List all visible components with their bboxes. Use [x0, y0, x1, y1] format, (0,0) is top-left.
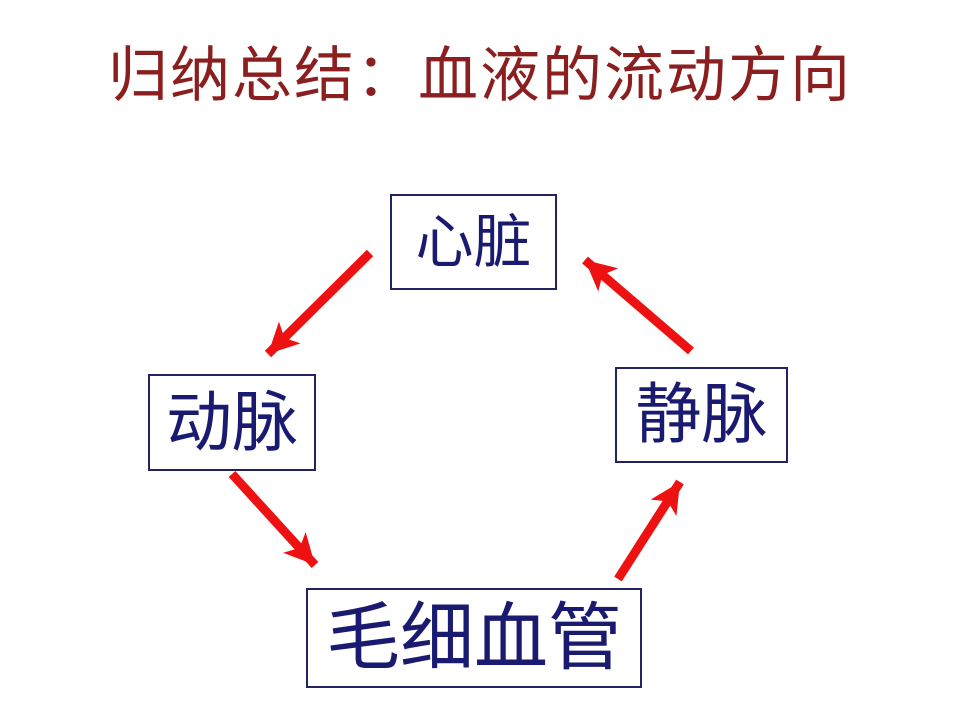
node-artery: 动脉 — [148, 374, 316, 471]
node-vein: 静脉 — [615, 367, 788, 463]
arrow-artery-to-capillary — [228, 470, 319, 569]
node-capillary-label: 毛细血管 — [326, 595, 622, 681]
node-artery-label: 动脉 — [166, 383, 298, 461]
node-vein-label: 静脉 — [635, 376, 768, 453]
node-heart-label: 心脏 — [415, 208, 532, 276]
arrow-vein-to-heart — [582, 256, 694, 355]
node-heart: 心脏 — [390, 194, 557, 290]
node-capillary: 毛细血管 — [306, 588, 642, 688]
arrow-capillary-to-vein — [614, 479, 684, 582]
arrow-heart-to-artery — [264, 249, 374, 358]
slide-title: 归纳总结：血液的流动方向 — [108, 41, 852, 111]
